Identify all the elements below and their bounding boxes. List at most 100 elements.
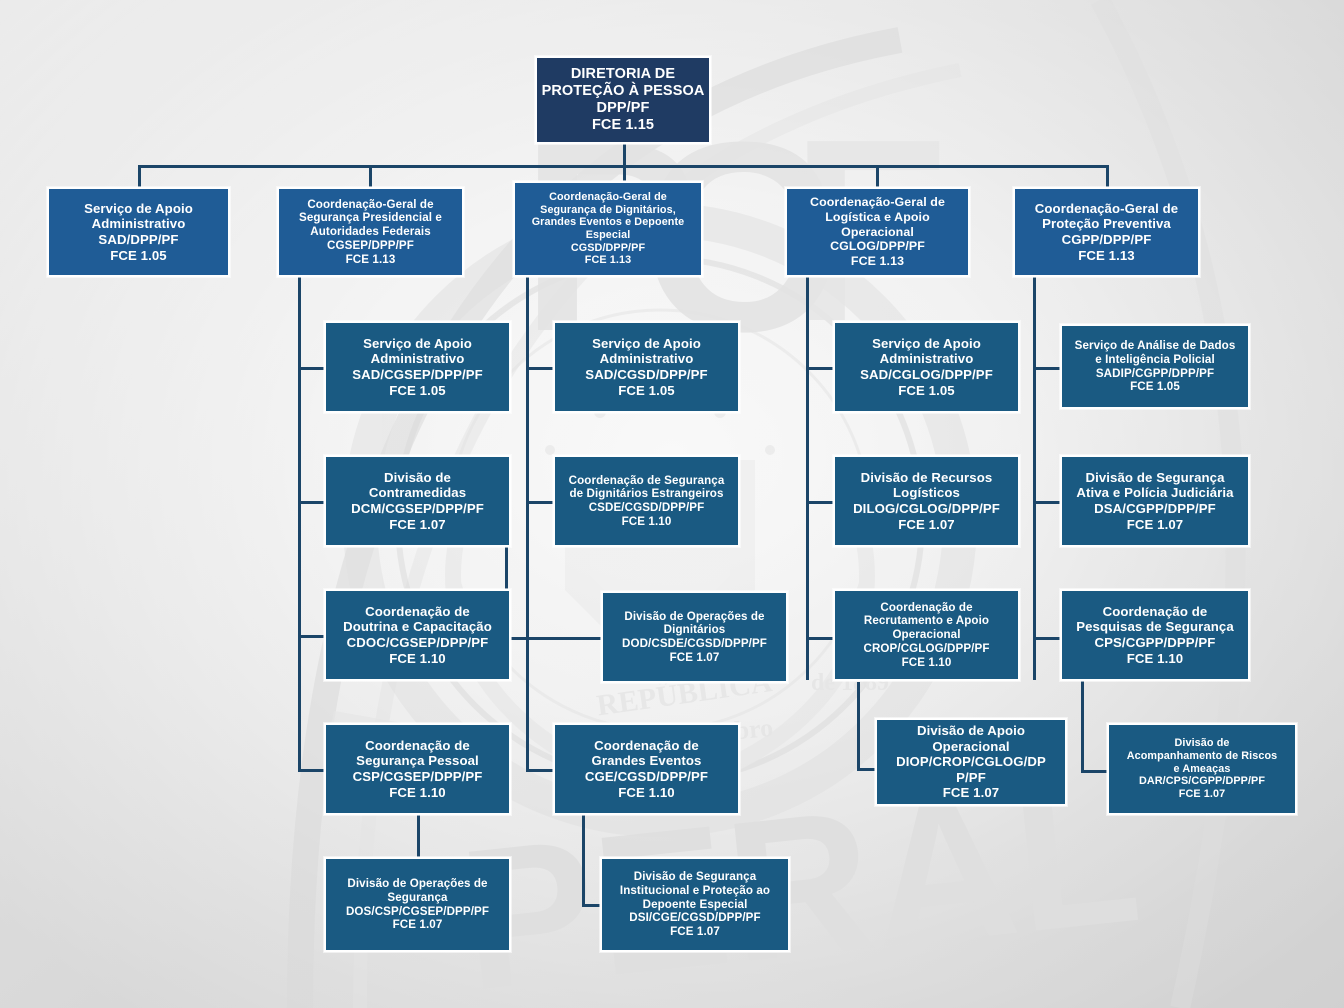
node-cgsd[interactable]: Coordenação-Geral de Segurança de Dignit… <box>513 181 703 277</box>
node-line: SADIP/CGPP/DPP/PF <box>1095 366 1215 380</box>
node-sad-cgsd[interactable]: Serviço de Apoio Administrativo SAD/CGSD… <box>553 321 740 413</box>
node-dsa[interactable]: Divisão de Segurança Ativa e Polícia Jud… <box>1060 455 1250 547</box>
node-line: DILOG/CGLOG/DPP/PF <box>853 501 1000 516</box>
node-dar[interactable]: Divisão de Acompanhamento de Riscos e Am… <box>1107 723 1297 815</box>
node-line: FCE 1.10 <box>389 650 446 666</box>
node-line: Grandes Eventos e Depoente <box>531 216 685 229</box>
node-line: FCE 1.07 <box>392 918 443 932</box>
node-line: Institucional e Proteção ao <box>619 883 771 897</box>
node-cglog[interactable]: Coordenação-Geral de Logística e Apoio O… <box>785 187 970 277</box>
node-line: FCE 1.05 <box>898 382 955 398</box>
node-line: e Ameaças <box>1173 762 1231 775</box>
connector-cglog-to-sad <box>806 367 833 370</box>
connector-cgpp-to-dsa <box>1033 501 1060 504</box>
node-sad-dpp[interactable]: Serviço de Apoio Administrativo SAD/DPP/… <box>47 187 230 277</box>
node-line: FCE 1.10 <box>389 784 446 800</box>
node-cgsep[interactable]: Coordenação-Geral de Segurança Presidenc… <box>277 187 464 277</box>
connector-cglog-trunk <box>806 277 809 680</box>
node-line: Administrativo <box>91 216 186 232</box>
node-line: CSDE/CGSD/DPP/PF <box>588 501 705 514</box>
node-line: Coordenação de <box>365 603 470 619</box>
node-line: Coordenação de <box>594 737 699 753</box>
connector-cgsep-to-sad <box>298 367 325 370</box>
node-line: Especial <box>585 229 631 241</box>
node-line: Proteção Preventiva <box>1042 216 1171 232</box>
node-line: Coordenação-Geral de <box>307 197 434 211</box>
node-cgpp[interactable]: Coordenação-Geral de Proteção Preventiva… <box>1013 187 1200 277</box>
node-line: FCE 1.05 <box>389 382 446 398</box>
node-line: Serviço de Apoio <box>592 335 701 351</box>
node-line: FCE 1.13 <box>850 253 905 268</box>
node-dcm[interactable]: Divisão de Contramedidas DCM/CGSEP/DPP/P… <box>324 455 511 547</box>
node-line: Coordenação de <box>1102 603 1208 619</box>
node-line: Coordenação de <box>365 737 470 753</box>
node-line: DOS/CSP/CGSEP/DPP/PF <box>345 904 490 918</box>
node-line: Contramedidas <box>368 485 467 501</box>
node-dsi[interactable]: Divisão de Segurança Institucional e Pro… <box>600 857 790 952</box>
node-sad-cglog[interactable]: Serviço de Apoio Administrativo SAD/CGLO… <box>833 321 1020 413</box>
node-dos[interactable]: Divisão de Operações de Segurança DOS/CS… <box>324 857 511 952</box>
node-dod[interactable]: Divisão de Operações de Dignitários DOD/… <box>601 591 788 683</box>
connector-cglog-to-crop <box>806 637 833 640</box>
connector-cglog-to-dilog <box>806 501 833 504</box>
node-crop[interactable]: Coordenação de Recrutamento e Apoio Oper… <box>833 589 1020 681</box>
node-line: Divisão de Apoio <box>916 723 1026 739</box>
node-line: DSI/CGE/CGSD/DPP/PF <box>629 911 761 925</box>
node-diop[interactable]: Divisão de Apoio Operacional DIOP/CROP/C… <box>875 718 1067 806</box>
node-line: FCE 1.10 <box>901 655 952 669</box>
node-line: FCE 1.05 <box>618 382 675 398</box>
connector-cgpp-to-sadip <box>1033 367 1060 370</box>
node-line: DAR/CPS/CGPP/DPP/PF <box>1138 775 1266 788</box>
connector-cgsd-to-cge <box>526 769 553 772</box>
node-line: DOD/CSDE/CGSD/DPP/PF <box>621 637 767 650</box>
connector-cps-trunk <box>1081 680 1084 772</box>
node-csde[interactable]: Coordenação de Segurança de Dignitários … <box>553 455 740 547</box>
node-cge[interactable]: Coordenação de Grandes Eventos CGE/CGSD/… <box>553 723 740 815</box>
node-line: FCE 1.07 <box>1178 788 1226 801</box>
node-line: Ativa e Polícia Judiciária <box>1076 485 1234 501</box>
node-line: FCE 1.13 <box>584 254 632 267</box>
node-line: Administrativo <box>599 351 694 367</box>
node-line: Operacional <box>892 628 961 642</box>
node-line: Coordenação-Geral de <box>549 190 667 203</box>
node-sadip[interactable]: Serviço de Análise de Dados e Inteligênc… <box>1060 324 1250 409</box>
node-line: Divisão de Operações de <box>347 877 488 891</box>
node-cps[interactable]: Coordenação de Pesquisas de Segurança CP… <box>1060 589 1250 681</box>
connector-cgsd-trunk <box>526 277 529 771</box>
node-line: Coordenação-Geral de <box>1034 200 1179 216</box>
node-csp[interactable]: Coordenação de Segurança Pessoal CSP/CGS… <box>324 723 511 815</box>
node-line: FCE 1.13 <box>1078 247 1135 263</box>
node-line: PROTEÇÃO À PESSOA <box>541 82 705 99</box>
node-line: FCE 1.10 <box>621 514 672 528</box>
node-line: FCE 1.05 <box>1130 380 1180 394</box>
node-line: de Dignitários Estrangeiros <box>569 487 724 501</box>
node-line: FCE 1.05 <box>110 247 167 263</box>
connector-to-sad-dpp <box>138 165 141 187</box>
node-line: Logística e Apoio <box>825 210 930 225</box>
connector-cge-trunk <box>582 815 585 906</box>
node-line: Segurança Presidencial e <box>299 211 442 225</box>
connector-cgsep-to-csp <box>298 769 325 772</box>
node-dpp-root[interactable]: DIRETORIA DE PROTEÇÃO À PESSOA DPP/PF FC… <box>535 56 711 144</box>
node-line: Coordenação-Geral de <box>810 195 945 210</box>
connector-csp-to-dos <box>417 812 420 857</box>
node-line: Serviço de Apoio <box>84 200 193 216</box>
connector-to-cgpp <box>1106 165 1109 187</box>
node-line: FCE 1.13 <box>345 252 396 266</box>
node-line: DIOP/CROP/CGLOG/DP <box>896 754 1046 770</box>
node-line: Depoente Especial <box>642 897 748 911</box>
node-line: Coordenação de Segurança <box>568 473 725 487</box>
connector-to-cgsd <box>623 165 626 183</box>
node-sad-cgsep[interactable]: Serviço de Apoio Administrativo SAD/CGSE… <box>324 321 511 413</box>
connector-cgsep-to-cdoc <box>298 635 325 638</box>
node-dilog[interactable]: Divisão de Recursos Logísticos DILOG/CGL… <box>833 455 1020 547</box>
node-line: Administrativo <box>879 351 974 367</box>
node-line: SAD/DPP/PF <box>98 232 179 247</box>
node-line: Operacional <box>841 224 914 239</box>
node-line: Segurança de Dignitários, <box>540 203 676 216</box>
node-cdoc[interactable]: Coordenação de Doutrina e Capacitação CD… <box>324 589 511 681</box>
node-line: CROP/CGLOG/DPP/PF <box>863 641 990 655</box>
node-line: FCE 1.10 <box>618 784 675 800</box>
node-line: P/PF <box>956 769 986 785</box>
node-line: Operacional <box>932 738 1010 754</box>
